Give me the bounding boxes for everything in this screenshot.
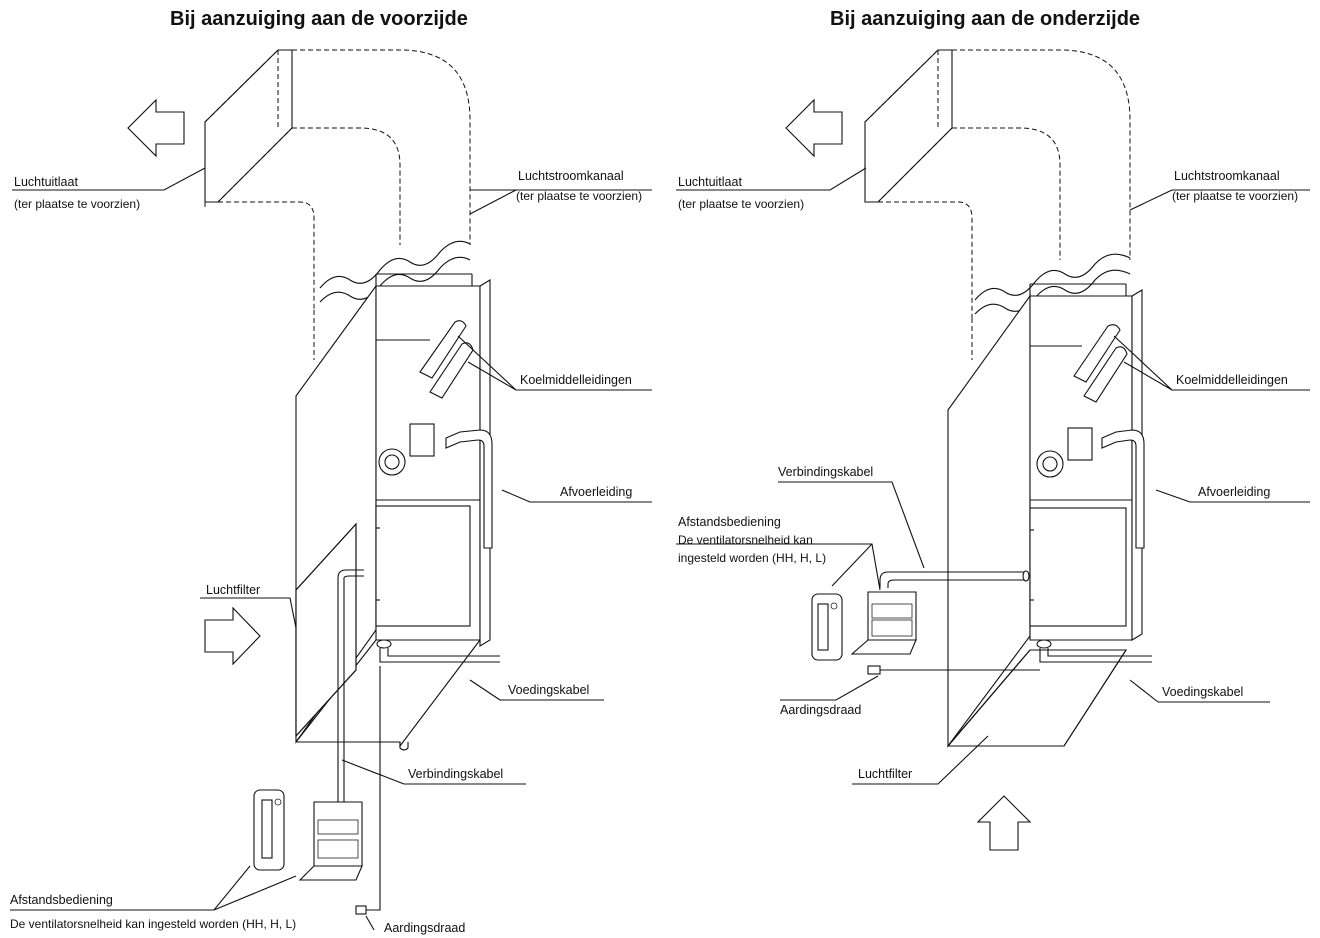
right-connection-cable [879, 571, 1026, 588]
right-air-filter [946, 649, 1128, 747]
right-label-koelmiddelleidingen: Koelmiddelleidingen [1176, 373, 1288, 387]
left-duct-break [319, 240, 471, 289]
left-label-luchtstroomkanaal-sub: (ter plaatse te voorzien) [516, 189, 642, 203]
left-outlet-grille [204, 49, 293, 203]
right-label-luchtfilter: Luchtfilter [858, 767, 912, 781]
left-label-aardingsdraad: Aardingsdraad [384, 921, 465, 935]
left-label-ventilator: De ventilatorsnelheid kan ingesteld word… [10, 917, 296, 931]
right-duct-break [974, 253, 1131, 301]
left-earth-wire [366, 666, 381, 911]
left-duct-break-2 [319, 256, 471, 303]
title-front-intake: Bij aanzuiging aan de voorzijde [170, 8, 468, 30]
right-outlet-arrow-icon [785, 98, 843, 158]
left-diagram: Luchtuitlaat (ter plaatse te voorzien) L… [10, 49, 652, 935]
left-label-luchtstroomkanaal: Luchtstroomkanaal [518, 169, 624, 183]
left-label-luchtuitlaat: Luchtuitlaat [14, 175, 78, 189]
left-label-luchtfilter: Luchtfilter [206, 583, 260, 597]
right-label-verbindingskabel: Verbindingskabel [778, 465, 873, 479]
right-label-afstandsbediening: Afstandsbediening [678, 515, 781, 529]
left-wall-controller [298, 801, 363, 881]
right-label-luchtuitlaat: Luchtuitlaat [678, 175, 742, 189]
right-label-ventilator-2: ingesteld worden (HH, H, L) [678, 551, 826, 565]
left-duct [204, 49, 471, 310]
right-label-luchtstroomkanaal: Luchtstroomkanaal [1174, 169, 1280, 183]
right-wall-controller [850, 591, 917, 655]
left-air-filter [295, 522, 357, 738]
right-duct [878, 49, 1131, 318]
right-indoor-unit [947, 283, 1145, 748]
right-remote-controller [811, 593, 843, 661]
right-intake-arrow-icon [976, 795, 1032, 851]
left-label-verbindingskabel: Verbindingskabel [408, 767, 503, 781]
left-label-afstandsbediening: Afstandsbediening [10, 893, 113, 907]
left-remote-controller [253, 789, 285, 871]
right-label-aardingsdraad: Aardingsdraad [780, 703, 861, 717]
left-intake-arrow-icon [204, 606, 261, 666]
left-power-cable [379, 648, 500, 663]
right-label-luchtstroomkanaal-sub: (ter plaatse te voorzien) [1172, 189, 1298, 203]
left-label-koelmiddelleidingen: Koelmiddelleidingen [520, 373, 632, 387]
right-diagram: Luchtuitlaat (ter plaatse te voorzien) L… [676, 49, 1310, 851]
right-outlet-grille [864, 49, 953, 203]
left-label-voedingskabel: Voedingskabel [508, 683, 589, 697]
left-outlet-arrow-icon [127, 98, 185, 158]
right-label-afvoerleiding: Afvoerleiding [1198, 485, 1270, 499]
left-connection-cable [337, 578, 345, 830]
right-duct-break-2 [974, 269, 1131, 315]
left-label-afvoerleiding: Afvoerleiding [560, 485, 632, 499]
title-bottom-intake: Bij aanzuiging aan de onderzijde [830, 8, 1141, 30]
right-label-voedingskabel: Voedingskabel [1162, 685, 1243, 699]
right-label-ventilator-1: De ventilatorsnelheid kan [678, 533, 813, 547]
right-power-cable [1039, 648, 1152, 663]
right-label-luchtuitlaat-sub: (ter plaatse te voorzien) [678, 197, 804, 211]
left-label-luchtuitlaat-sub: (ter plaatse te voorzien) [14, 197, 140, 211]
